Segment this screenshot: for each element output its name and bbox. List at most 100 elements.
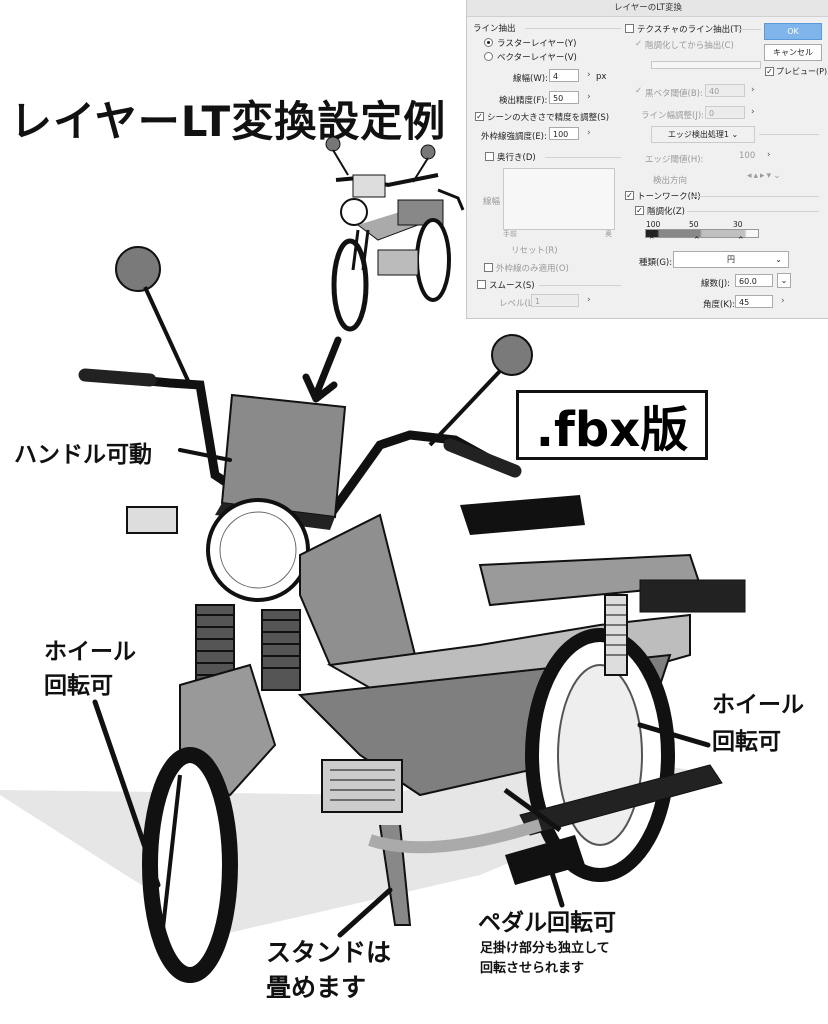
divider [545, 157, 621, 158]
fbx-version-text: .fbx版 [535, 402, 689, 458]
angle-label: 角度(K): [703, 300, 736, 310]
type-value: 円 [727, 255, 735, 264]
after-tone-label: 階調化してから抽出(C) [645, 41, 734, 51]
page-title: レイヤーLT変換設定例 [10, 97, 447, 146]
chevron-right-icon[interactable]: › [587, 70, 591, 80]
chevron-right-icon[interactable]: › [587, 92, 591, 102]
pedal-sub-label-line1: 足掛け部分も独立して [480, 941, 610, 956]
vector-layer-label: ベクターレイヤー(V) [497, 53, 577, 63]
precision-input[interactable]: 50 [549, 91, 579, 104]
stand-label-line2: 畳めます [266, 973, 367, 1002]
gradation-checkbox[interactable]: ✓ [635, 206, 644, 215]
divider [689, 196, 819, 197]
near-label: 手前 [503, 230, 517, 238]
outline-only-checkbox[interactable] [484, 263, 493, 272]
black-threshold-label: 黒ベタ閾値(B): [645, 89, 703, 99]
vector-layer-radio[interactable] [484, 52, 493, 61]
slider-handle-icon[interactable]: ⌃ [737, 236, 745, 246]
type-label: 種類(G): [639, 258, 673, 268]
depth-checkbox[interactable] [485, 152, 494, 161]
edge-threshold-label: エッジ閾値(H): [645, 155, 704, 165]
black-threshold-input[interactable]: 40 [705, 84, 745, 97]
slider-handle-icon[interactable]: ⌃ [648, 236, 656, 246]
smooth-checkbox[interactable] [477, 280, 486, 289]
lines-label: 線数(J): [701, 279, 731, 289]
preview-checkbox[interactable]: ✓ [765, 67, 774, 76]
gradation-slider[interactable] [645, 229, 759, 238]
texture-line-label: テクスチャのライン抽出(T) [637, 25, 742, 35]
chevron-right-icon[interactable]: › [781, 296, 785, 306]
dialog-title: レイヤーのLT変換 [467, 0, 828, 17]
depth-graph-line-width-label: 線幅 [483, 197, 501, 207]
chevron-right-icon[interactable]: › [751, 107, 755, 117]
raster-layer-label: ラスターレイヤー(Y) [497, 39, 577, 49]
level-input[interactable]: 1 [531, 294, 579, 307]
type-dropdown[interactable]: 円 ⌄ [673, 251, 789, 268]
rear-wheel-label-line2: 回転可 [712, 729, 781, 755]
pedal-sub-label-line2: 回転させられます [480, 961, 585, 976]
line-width-label: 線幅(W): [513, 74, 548, 84]
chevron-right-icon[interactable]: › [587, 128, 591, 138]
far-label: 奥 [605, 230, 612, 238]
pedal-label: ペダル回転可 [478, 910, 616, 936]
adjust-scene-label: シーンの大きさで精度を調整(S) [487, 113, 610, 123]
lines-dropdown[interactable]: ⌄ [777, 273, 791, 288]
ok-button[interactable]: OK [764, 23, 822, 40]
adjust-scene-checkbox[interactable]: ✓ [475, 112, 484, 121]
outline-emphasis-label: 外枠線強調度(E): [481, 132, 547, 142]
raster-layer-radio[interactable] [484, 38, 493, 47]
handle-movable-label: ハンドル可動 [14, 442, 152, 468]
edge-threshold-value[interactable]: 100 [739, 151, 756, 161]
chevron-right-icon[interactable]: › [751, 85, 755, 95]
tone-level-2: 50 [689, 220, 699, 229]
rear-wheel-label-line1: ホイール [712, 692, 804, 718]
lines-input[interactable]: 60.0 [735, 274, 773, 287]
precision-label: 検出精度(F): [499, 96, 548, 106]
tone-work-checkbox[interactable]: ✓ [625, 191, 634, 200]
angle-input[interactable]: 45 [735, 295, 773, 308]
chevron-right-icon[interactable]: › [767, 150, 771, 160]
line-width-unit: px [596, 72, 607, 82]
smooth-label: スムース(S) [489, 281, 535, 291]
outline-only-label: 外枠線のみ適用(O) [496, 264, 569, 274]
front-wheel-label-line2: 回転可 [44, 673, 113, 699]
arrow-down-icon [302, 336, 342, 403]
fbx-version-badge: .fbx版 [516, 390, 708, 460]
direction-arrows-icon[interactable]: ◂▴▸▾⌄ [747, 171, 783, 181]
divider [687, 211, 819, 212]
line-adjust-label: ライン幅調整(J): [641, 111, 705, 121]
divider [525, 28, 621, 29]
level-label: レベル(L): [499, 299, 539, 309]
divider [539, 285, 621, 286]
divider [759, 134, 819, 135]
tone-level-1: 100 [646, 220, 661, 229]
divider [737, 29, 761, 30]
cancel-button[interactable]: キャンセル [764, 44, 822, 61]
outline-emphasis-input[interactable]: 100 [549, 127, 579, 140]
texture-slider[interactable] [651, 61, 761, 69]
texture-line-checkbox[interactable] [625, 24, 634, 33]
tone-level-3: 30 [733, 220, 743, 229]
checkmark-icon: ✓ [635, 39, 643, 49]
depth-label: 奥行き(D) [497, 153, 536, 163]
preview-label: プレビュー(P) [776, 67, 828, 76]
edge-process-dropdown[interactable]: エッジ検出処理1 ⌄ [651, 126, 755, 143]
line-width-input[interactable]: 4 [549, 69, 579, 82]
depth-graph[interactable] [503, 168, 615, 230]
main-motorcycle-illustration [0, 246, 746, 983]
chevron-down-icon: ⌄ [775, 255, 782, 264]
stand-label-line1: スタンドは [266, 938, 392, 967]
gradation-label: 階調化(Z) [647, 207, 685, 217]
detect-direction-label: 検出方向 [653, 176, 688, 186]
tone-work-label: トーンワーク(N) [637, 192, 701, 202]
layer-lt-conversion-dialog: レイヤーのLT変換 ライン抽出 ラスターレイヤー(Y) ベクターレイヤー(V) … [466, 0, 828, 319]
edge-process-value: エッジ検出処理1 [667, 130, 729, 139]
checkmark-icon: ✓ [635, 86, 643, 96]
reset-button[interactable]: リセット(R) [511, 246, 558, 256]
line-extraction-heading: ライン抽出 [473, 24, 516, 34]
front-wheel-label-line1: ホイール [44, 639, 136, 665]
chevron-right-icon[interactable]: › [587, 295, 591, 305]
slider-handle-icon[interactable]: ⌃ [693, 236, 701, 246]
reference-motorcycle-illustration [325, 136, 465, 332]
line-adjust-input[interactable]: 0 [705, 106, 745, 119]
